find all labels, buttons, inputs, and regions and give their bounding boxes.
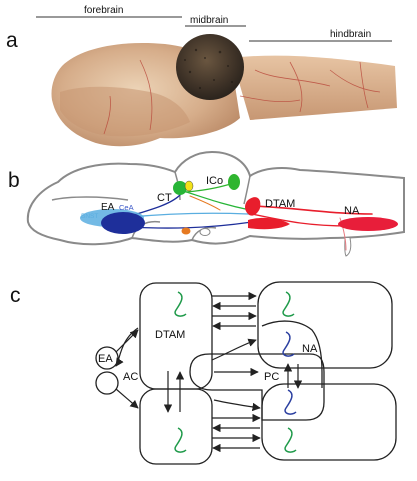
brain-outline xyxy=(26,150,405,246)
ea-nucleus xyxy=(101,212,145,234)
box-bottom-left xyxy=(139,388,213,465)
box-pc xyxy=(189,353,325,421)
ct-yellow-nucleus xyxy=(184,180,194,192)
box-bottom-right xyxy=(261,383,397,461)
orange-nucleus xyxy=(181,227,191,235)
panel-c-letter: c xyxy=(10,284,21,307)
label-ea: EA xyxy=(101,202,115,213)
ico-nucleus xyxy=(228,174,240,190)
dtam-nucleus xyxy=(245,197,261,216)
ct-green-nucleus xyxy=(173,181,187,195)
brain-photo xyxy=(51,34,397,147)
c-label-na: NA xyxy=(302,343,318,355)
c-label-ea: EA xyxy=(98,353,113,365)
box-na xyxy=(261,320,323,388)
c-label-dtam: DTAM xyxy=(155,329,185,341)
dtam-lower-nucleus xyxy=(248,217,290,230)
ea-lower-node xyxy=(95,371,119,395)
box-top-right xyxy=(257,281,393,369)
panel-c xyxy=(95,281,397,465)
c-label-pc: PC xyxy=(264,371,279,383)
hindbrain-label: hindbrain xyxy=(330,29,371,40)
label-ico: ICo xyxy=(206,175,223,187)
panel-b: EA CeA BNST CT ICo DTAM NA xyxy=(26,150,405,257)
c-label-ac: AC xyxy=(123,371,138,383)
label-dtam: DTAM xyxy=(265,198,295,210)
na-nucleus xyxy=(338,217,398,231)
label-bnst: BNST xyxy=(81,213,98,220)
panel-b-letter: b xyxy=(8,169,20,192)
panel-a-letter: a xyxy=(6,29,18,52)
midbrain-label: midbrain xyxy=(190,15,228,26)
blue-neurons xyxy=(282,331,297,415)
label-cea: CeA xyxy=(119,203,134,212)
label-ct: CT xyxy=(157,192,172,204)
panel-a: forebrain midbrain hindbrain xyxy=(36,5,397,147)
forebrain-label: forebrain xyxy=(84,5,123,16)
label-na: NA xyxy=(344,205,360,217)
green-neurons xyxy=(174,291,297,453)
